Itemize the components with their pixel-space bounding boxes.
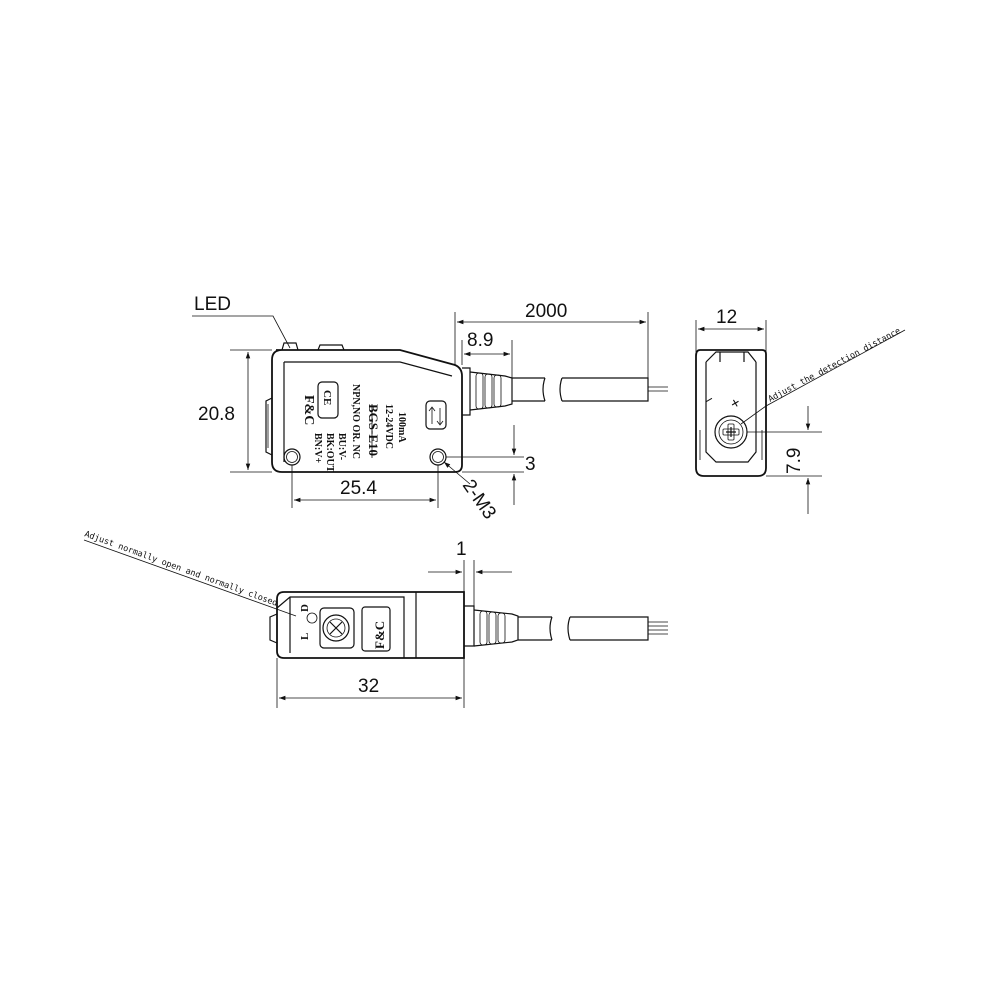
dim-cable-gland: 8.9 — [461, 330, 513, 378]
side-body-outline — [695, 349, 767, 477]
mounting-hole-left — [283, 448, 301, 466]
ce-mark: CE — [317, 381, 339, 419]
dim-hole-pitch: 25.4 — [291, 465, 439, 508]
top-view: L D F&C Adjust normally open and — [83, 529, 668, 708]
dim-knob-height: 7.9 — [747, 406, 822, 514]
led-callout: LED — [194, 294, 231, 315]
svg-text:+: + — [728, 394, 744, 413]
cable-gland-top — [464, 605, 519, 647]
svg-text:1: 1 — [456, 539, 467, 560]
front-view: F&C CE BN:V+ BK:OUT BU:V- NPN,NO OR. NC … — [192, 294, 668, 523]
cable-gland-front — [462, 367, 513, 416]
brand-logo: F&C — [301, 395, 316, 425]
mode-adjust-knob — [306, 607, 355, 649]
dim-cable-length: 2000 — [454, 301, 649, 378]
model-number: BGS-E10 — [366, 404, 381, 456]
svg-text:3: 3 — [525, 454, 536, 475]
svg-text:12-24VDC: 12-24VDC — [383, 404, 394, 449]
svg-text:20.8: 20.8 — [198, 404, 235, 425]
svg-text:12: 12 — [716, 307, 737, 328]
svg-text:100mA: 100mA — [396, 412, 407, 443]
led-indicator — [281, 342, 299, 351]
front-body-outline — [271, 349, 463, 473]
svg-text:−: − — [703, 392, 717, 409]
side-view: − + Adjust the detection distance 12 7.9 — [695, 307, 906, 514]
mounting-holes-callout: 2-M3 — [458, 476, 500, 524]
dim-body-width: 12 — [695, 307, 767, 352]
svg-text:BK:OUT: BK:OUT — [324, 433, 335, 473]
brand-logo-top: F&C — [372, 621, 387, 649]
adjust-distance-callout: Adjust the detection distance — [767, 326, 903, 405]
output-mode-icon — [425, 400, 447, 430]
svg-text:BN:V+: BN:V+ — [312, 433, 323, 463]
dim-body-length: 32 — [276, 658, 465, 708]
svg-text:7.9: 7.9 — [784, 448, 805, 474]
mounting-hole-right — [429, 448, 447, 466]
svg-text:NPN,NO OR. NC: NPN,NO OR. NC — [350, 384, 361, 459]
cable-top — [518, 616, 668, 641]
svg-text:2000: 2000 — [525, 301, 567, 322]
distance-adjust-knob — [714, 415, 748, 449]
top-body-outline — [276, 591, 465, 659]
svg-text:25.4: 25.4 — [340, 478, 377, 499]
svg-text:CE: CE — [321, 390, 333, 405]
dim-edge-offset: 1 — [428, 539, 512, 606]
svg-text:BU:V-: BU:V- — [336, 433, 347, 460]
svg-text:L: L — [299, 633, 311, 640]
dim-hole-offset: 3 — [446, 425, 536, 505]
svg-text:8.9: 8.9 — [467, 330, 493, 351]
lens — [265, 397, 273, 456]
cable-front — [512, 377, 668, 402]
dim-body-height: 20.8 — [198, 349, 272, 473]
svg-text:D: D — [299, 604, 311, 612]
adjust-mode-callout: Adjust normally open and normally closed — [83, 529, 279, 608]
svg-text:32: 32 — [358, 676, 379, 697]
